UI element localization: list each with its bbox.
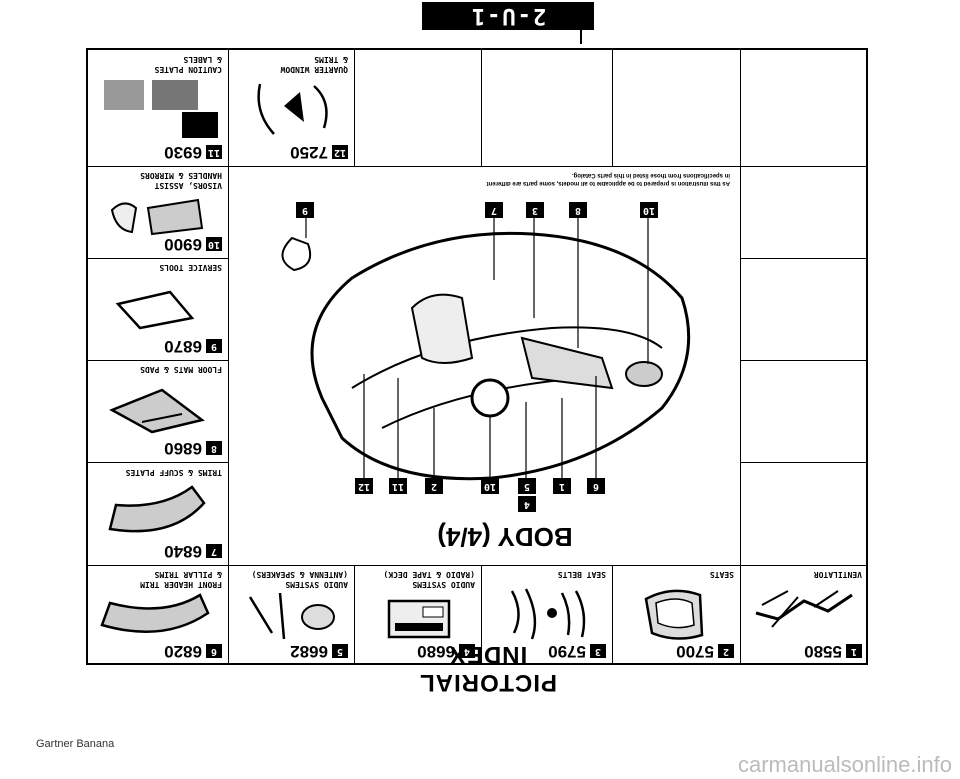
watermark: carmanualsonline.info: [737, 752, 952, 777]
part-caption: QUARTER WINDOW: [280, 65, 348, 74]
page-tab: 2-U-1: [422, 2, 594, 30]
callout-marker: 10: [481, 478, 499, 494]
part-caption: & LABELS: [183, 55, 222, 64]
part-caption: CAUTION PLATES: [154, 65, 222, 74]
seat-belt-drawing: [510, 588, 586, 640]
part-caption: SEAT BELTS: [557, 570, 606, 579]
floor-mat-drawing: [109, 388, 205, 434]
grid-line: [612, 48, 613, 166]
callout-marker: 2: [425, 478, 443, 494]
note-block: As this illustration is prepared to be a…: [250, 168, 730, 186]
part-caption: (RADIO & TAPE DECK): [383, 570, 475, 579]
grid-line: [481, 565, 482, 665]
grid-line: [86, 166, 868, 167]
tab-divider: [580, 28, 582, 44]
note-line: in specifications from those listed in t…: [571, 172, 730, 178]
grid-line: [86, 462, 228, 463]
callout-marker: 6: [587, 478, 605, 494]
part-caption: & TRIMS: [314, 55, 348, 64]
part-caption: & PILLAR TRIMS: [154, 570, 222, 579]
part-caption: HANDLES & MIRRORS: [140, 171, 222, 180]
part-caption: SEATS: [709, 570, 734, 579]
quarter-window-drawing: [257, 83, 328, 135]
grid-line: [354, 48, 355, 166]
grid-line: [740, 48, 741, 665]
section-title: BODY (4/4): [437, 522, 573, 552]
part-caption: FRONT HEADER TRIM: [140, 580, 222, 589]
callout-marker: 8: [569, 202, 587, 218]
label-plate-icon: [152, 80, 198, 110]
note-line: As this illustration is prepared to be a…: [486, 180, 730, 186]
radio-drawing: [387, 599, 451, 639]
grid-line: [740, 258, 868, 259]
visor-drawing: [110, 198, 204, 236]
callout-marker: 7: [485, 202, 503, 218]
grid-line: [481, 48, 482, 166]
grid-line: [86, 360, 228, 361]
callout-marker: 5: [518, 478, 536, 494]
grid-line: [354, 565, 355, 665]
part-caption: SERVICE TOOLS: [159, 263, 222, 272]
callout-marker: 10: [640, 202, 658, 218]
label-plate-icon: [182, 112, 218, 138]
part-caption: VISORS, ASSIST: [154, 181, 222, 190]
seat-drawing: [644, 589, 704, 640]
callout-marker: 4: [518, 496, 536, 512]
footer-text: Gartner Banana: [36, 738, 115, 750]
grid-line: [86, 565, 868, 566]
tool-drawing: [115, 290, 195, 330]
callout-marker: 1: [553, 478, 571, 494]
index-frame: [86, 48, 868, 665]
callout-marker: 3: [526, 202, 544, 218]
grid-line: [612, 565, 613, 665]
antenna-drawing: [248, 592, 335, 640]
ventilator-drawing: [755, 590, 853, 628]
page-title: PICTORIAL INDEX: [419, 641, 557, 696]
callout-marker: 9: [296, 202, 314, 218]
part-caption: (ANTENNA & SPEAKERS): [251, 570, 348, 579]
grid-line: [740, 462, 868, 463]
part-caption: AUDIO SYSTEMS: [285, 580, 348, 589]
scuff-plate-drawing: [108, 485, 206, 533]
car-illustration: [281, 218, 691, 494]
label-plate-icon: [104, 80, 144, 110]
part-caption: AUDIO SYSTEMS: [412, 580, 475, 589]
header-trim-drawing: [100, 593, 210, 633]
grid-line: [740, 360, 868, 361]
part-caption: TRIMS & SCUFF PLATES: [125, 468, 222, 477]
grid-line: [228, 48, 229, 665]
part-caption: FLOOR MATS & PADS: [140, 365, 222, 374]
callout-marker: 11: [389, 478, 407, 494]
grid-line: [86, 258, 228, 259]
part-caption: VENTILATOR: [813, 570, 862, 579]
callout-marker: 12: [355, 478, 373, 494]
